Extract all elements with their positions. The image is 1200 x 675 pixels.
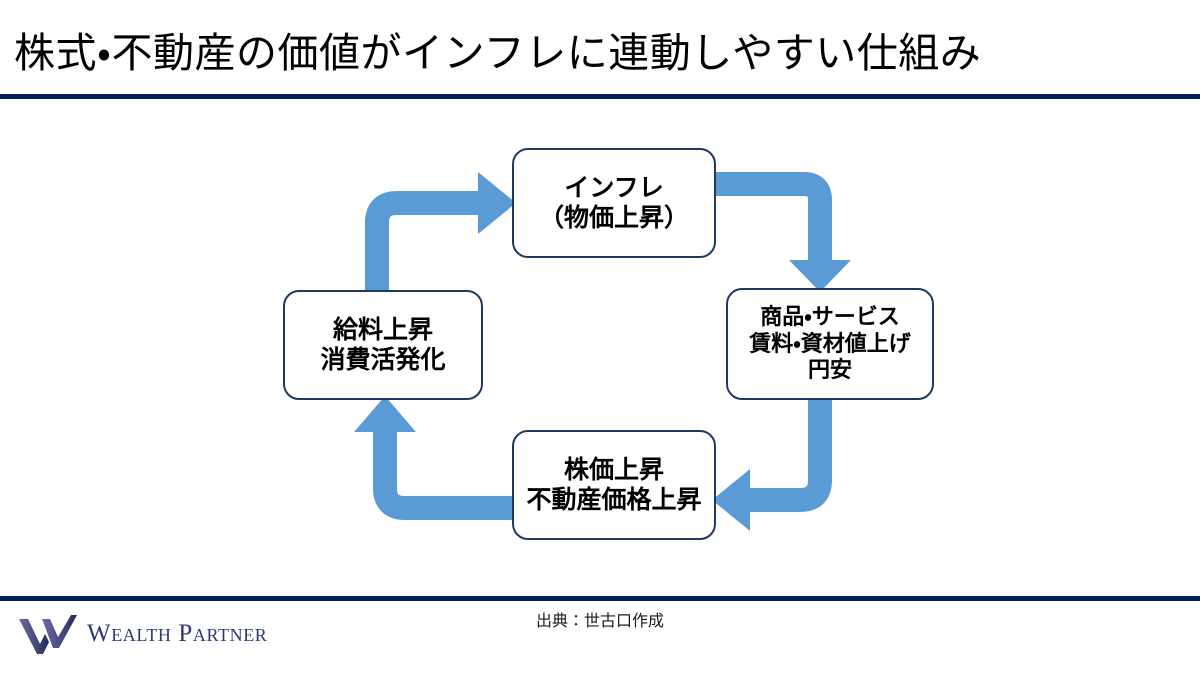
arrowhead-into-prices [789,260,851,292]
node-wages[interactable]: 給料上昇 消費活発化 [283,290,483,400]
node-wages-line-2: 消費活発化 [320,346,446,374]
node-assets-line-1: 株価上昇 [563,455,664,484]
arrow-shaft-prices-to-assets [744,400,832,512]
source-note: 出典：世古口作成 [535,613,664,630]
node-prices-line-3: 円安 [807,357,852,383]
arrowhead-into-assets [712,469,750,531]
node-wages-line-1: 給料上昇 [332,315,433,344]
brand-logo: Wealth Partner [18,612,267,656]
brand-wordmark: Wealth Partner [87,620,268,647]
arrow-shaft-wages-to-inflation [365,191,484,392]
arrow-shaft-inflation-to-prices [716,172,832,264]
arrow-shaft-assets-to-wages [373,428,512,520]
header-divider [0,94,1200,99]
wealth-partner-w-icon [19,615,77,654]
node-inflation-line-2: （物価上昇） [538,204,689,232]
node-prices-line-1: 商品・サービス [760,303,900,329]
node-inflation[interactable]: インフレ （物価上昇） [512,148,716,258]
arrowhead-into-wages [354,396,416,432]
node-assets[interactable]: 株価上昇 不動産価格上昇 [512,430,716,540]
node-prices-line-2: 賃料・資材値上げ [749,330,911,356]
page-title: 株式・不動産の価値がインフレに連動しやすい仕組み [14,30,982,76]
node-inflation-line-1: インフレ [564,173,664,202]
cycle-diagram: インフレ （物価上昇） 商品・サービス 賃料・資材値上げ 円安 株価上昇 不動産… [0,100,1200,595]
node-assets-line-2: 不動産価格上昇 [526,486,702,514]
cycle-arrows-layer [354,172,851,531]
arrowhead-into-inflation [478,172,516,234]
footer-divider [0,596,1200,601]
node-prices[interactable]: 商品・サービス 賃料・資材値上げ 円安 [726,288,934,400]
